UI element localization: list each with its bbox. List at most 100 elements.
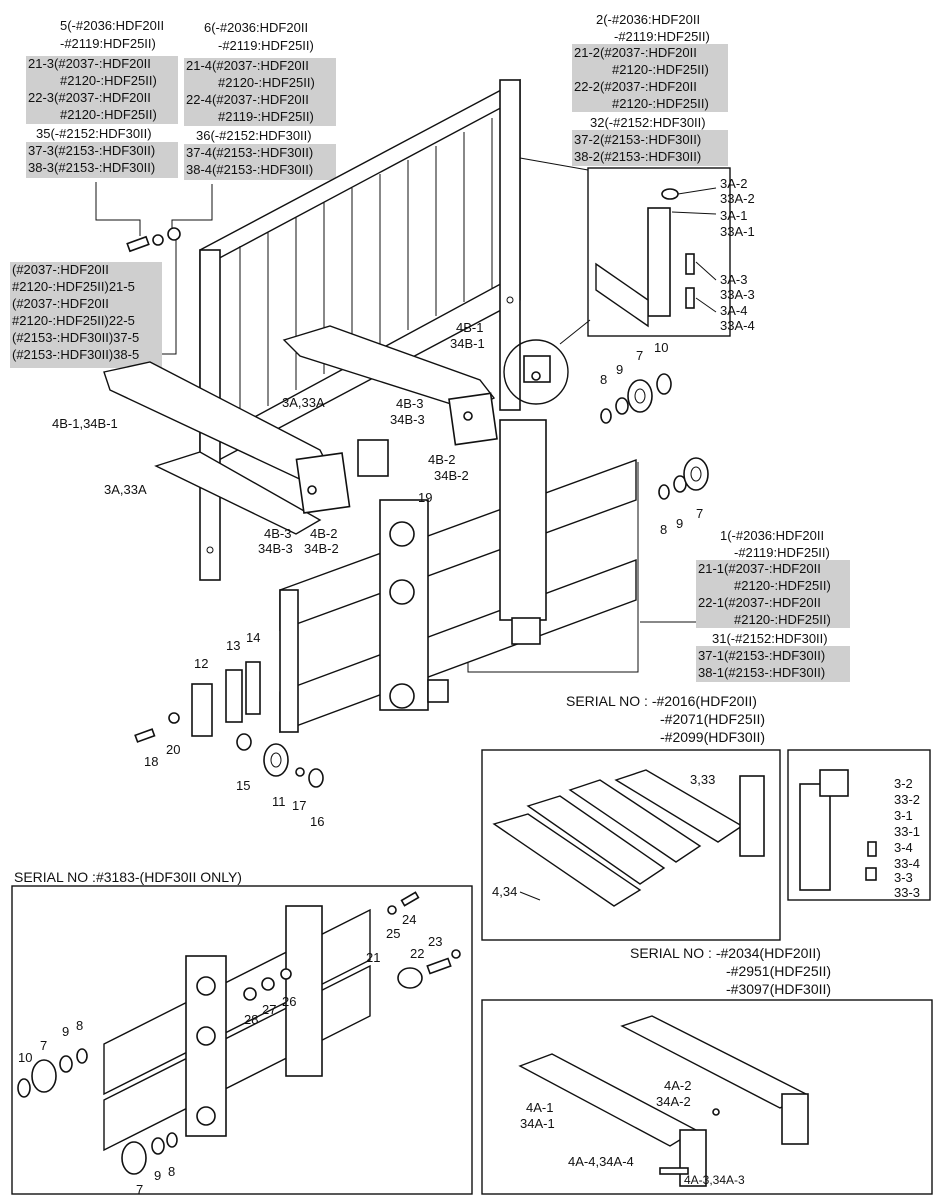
fork-center	[282, 325, 498, 446]
callout-3a-3: 3A-3	[720, 272, 747, 287]
callout-33a-3: 33A-3	[720, 287, 755, 302]
note-1-line1: 1(-#2036:HDF20II	[720, 528, 824, 543]
carriage-frame	[279, 419, 637, 734]
callout-3a-2: 3A-2	[720, 176, 747, 191]
serial-1-line1: SERIAL NO : -#2016(HDF20II)	[566, 693, 757, 709]
callout-9-upper: 9	[616, 362, 623, 377]
note-36: 36(-#2152:HDF30II)	[196, 128, 312, 143]
note-37-1: 37-1(#2153-:HDF30II)	[698, 648, 825, 663]
callout-26: 26	[282, 994, 296, 1009]
note-21-3-line2: #2120-:HDF25II)	[60, 73, 157, 88]
note-21-2-line2: #2120-:HDF25II)	[612, 62, 709, 77]
roller-set-upper	[600, 373, 672, 424]
note-5: 5(-#2036:HDF20II -#2119:HDF25II) 21-3(#2…	[28, 18, 164, 175]
serial-3-line3: -#3097(HDF30II)	[726, 981, 831, 997]
note-31: 31(-#2152:HDF30II)	[712, 631, 828, 646]
side-roller-group	[134, 661, 324, 788]
note-38-4: 38-4(#2153-:HDF30II)	[186, 162, 313, 177]
roller-set-lower	[658, 457, 709, 500]
callout-4b-1: 4B-1	[456, 320, 483, 335]
serial-2: SERIAL NO :#3183-(HDF30II ONLY)	[14, 869, 242, 885]
callout-15: 15	[236, 778, 250, 793]
callout-19: 19	[418, 490, 432, 505]
callout-3-33: 3,33	[690, 772, 715, 787]
note-5-line2: -#2119:HDF25II)	[60, 36, 156, 51]
callout-28: 28	[244, 1012, 258, 1027]
detail-magnifier	[503, 339, 569, 405]
callout-22: 22	[410, 946, 424, 961]
note-left-line3: (#2037-:HDF20II	[12, 296, 109, 311]
callout-33a-4: 33A-4	[720, 318, 755, 333]
callout-34b-3-lower: 34B-3	[258, 541, 293, 556]
callout-9-lower: 9	[676, 516, 683, 531]
note-left-21-5: #2120-:HDF25II)21-5	[12, 279, 135, 294]
serial-3-line1: SERIAL NO : -#2034(HDF20II)	[630, 945, 821, 961]
callout-4a-1: 4A-1	[526, 1100, 553, 1115]
callout-4a-2: 4A-2	[664, 1078, 691, 1093]
callout-4b-2-lower: 4B-2	[310, 526, 337, 541]
callout-4a-3: 4A-3,34A-3	[684, 1173, 745, 1187]
callout-27: 27	[262, 1002, 276, 1017]
note-22-3-line1: 22-3(#2037-:HDF20II	[28, 90, 151, 105]
callout-7-upper: 7	[636, 348, 643, 363]
note-22-2-line2: #2120-:HDF25II)	[612, 96, 709, 111]
callout-13: 13	[226, 638, 240, 653]
note-21-2-line1: 21-2(#2037-:HDF20II	[574, 45, 697, 60]
callout-3-4: 3-4	[894, 840, 913, 855]
callout-33-4: 33-4	[894, 856, 920, 871]
callout-33-2: 33-2	[894, 792, 920, 807]
callout-7-bottom-b: 7	[136, 1182, 143, 1197]
callout-7-bottom-a: 7	[40, 1038, 47, 1053]
callout-34b-2-lower: 34B-2	[304, 541, 339, 556]
note-22-3-line2: #2120-:HDF25II)	[60, 107, 157, 122]
callout-3a-1: 3A-1	[720, 208, 747, 223]
note-21-3-line1: 21-3(#2037-:HDF20II	[28, 56, 151, 71]
callout-4b-2-upper: 4B-2	[428, 452, 455, 467]
callout-17: 17	[292, 798, 306, 813]
callout-33a-2: 33A-2	[720, 191, 755, 206]
note-left: (#2037-:HDF20II #2120-:HDF25II)21-5 (#20…	[12, 262, 139, 362]
callout-16: 16	[310, 814, 324, 829]
note-2-line2: -#2119:HDF25II)	[614, 29, 710, 44]
note-6-line1: 6(-#2036:HDF20II	[204, 20, 308, 35]
callout-21: 21	[366, 950, 380, 965]
callout-3-2: 3-2	[894, 776, 913, 791]
callout-4b-1-left: 4B-1,34B-1	[52, 416, 118, 431]
note-22-1-line1: 22-1(#2037-:HDF20II	[698, 595, 821, 610]
serial-box-2: SERIAL NO :#3183-(HDF30II ONLY) 24 25 23…	[11, 869, 473, 1197]
callout-11: 11	[272, 794, 286, 809]
callout-23: 23	[428, 934, 442, 949]
callout-14: 14	[246, 630, 260, 645]
callout-4b-3-lower: 4B-3	[264, 526, 291, 541]
note-21-1-line2: #2120-:HDF25II)	[734, 578, 831, 593]
note-32: 32(-#2152:HDF30II)	[590, 115, 706, 130]
note-21-4-line2: #2120-:HDF25II)	[218, 75, 315, 90]
serial-1-line2: -#2071(HDF25II)	[660, 711, 765, 727]
note-22-2-line1: 22-2(#2037-:HDF20II	[574, 79, 697, 94]
note-1: 1(-#2036:HDF20II -#2119:HDF25II) 21-1(#2…	[698, 528, 831, 680]
callout-3a-4: 3A-4	[720, 303, 747, 318]
serial-3-line2: -#2951(HDF25II)	[726, 963, 831, 979]
callout-10-bottom: 10	[18, 1050, 32, 1065]
note-37-2: 37-2(#2153-:HDF30II)	[574, 132, 701, 147]
stopper-detail	[587, 167, 731, 337]
note-21-1-line1: 21-1(#2037-:HDF20II	[698, 561, 821, 576]
callout-8-bottom-a: 8	[76, 1018, 83, 1033]
callout-34a-2: 34A-2	[656, 1094, 691, 1109]
callout-34b-3-upper: 34B-3	[390, 412, 425, 427]
fork-left	[103, 361, 351, 535]
note-left-37-5: (#2153-:HDF30II)37-5	[12, 330, 139, 345]
serial-box-1: SERIAL NO : -#2016(HDF20II) -#2071(HDF25…	[481, 693, 931, 941]
callout-3-3: 3-3	[894, 870, 913, 885]
note-22-4-line2: #2119-:HDF25II)	[218, 109, 314, 124]
callout-4-34: 4,34	[492, 884, 517, 899]
note-38-1: 38-1(#2153-:HDF30II)	[698, 665, 825, 680]
serial-1-line3: -#2099(HDF30II)	[660, 729, 765, 745]
note-left-line1: (#2037-:HDF20II	[12, 262, 109, 277]
note-5-line1: 5(-#2036:HDF20II	[60, 18, 164, 33]
callout-24: 24	[402, 912, 416, 927]
note-left-22-5: #2120-:HDF25II)22-5	[12, 313, 135, 328]
callout-8-upper: 8	[600, 372, 607, 387]
bolt-and-washer	[126, 227, 181, 253]
